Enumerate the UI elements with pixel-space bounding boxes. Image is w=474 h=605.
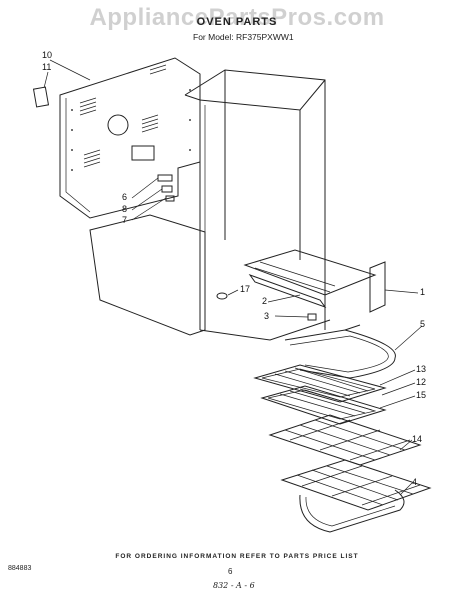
callout-8: 8 — [122, 204, 128, 214]
part-3 — [307, 313, 317, 321]
part-17 — [216, 292, 228, 300]
handwritten-note: 832 - A - 6 — [213, 581, 255, 590]
ordering-info-footer: FOR ORDERING INFORMATION REFER TO PARTS … — [115, 553, 359, 560]
oven-rack-lower — [280, 459, 432, 511]
callout-13: 13 — [416, 364, 427, 374]
callout-17: 17 — [240, 284, 251, 294]
callout-10: 10 — [42, 50, 53, 60]
callout-1: 1 — [420, 287, 426, 297]
gasket-part — [32, 86, 50, 108]
callout-14: 14 — [412, 434, 423, 444]
callout-2: 2 — [262, 296, 268, 306]
callout-5: 5 — [420, 319, 426, 329]
callout-4: 4 — [412, 477, 418, 487]
model-line: For Model: RF375PXWW1 — [193, 32, 294, 42]
page-title: OVEN PARTS — [196, 16, 278, 28]
callout-7: 7 — [122, 215, 128, 225]
page-number: 6 — [228, 567, 233, 576]
side-liner — [369, 261, 386, 313]
broil-element — [299, 489, 405, 533]
back-panel — [59, 57, 201, 219]
document-number: 884883 — [8, 565, 32, 572]
oven-rack-upper — [253, 364, 387, 425]
callout-3: 3 — [264, 311, 270, 321]
oven-cavity-frame — [184, 69, 331, 341]
oven-rack-middle — [268, 414, 422, 466]
bottom-tray — [243, 249, 377, 309]
callout-11: 11 — [42, 62, 52, 72]
callout-15: 15 — [416, 390, 427, 400]
leader-lines — [43, 59, 423, 496]
bake-element — [284, 324, 396, 379]
callout-6: 6 — [122, 192, 128, 202]
callout-12: 12 — [416, 377, 427, 387]
side-panel — [89, 214, 206, 336]
